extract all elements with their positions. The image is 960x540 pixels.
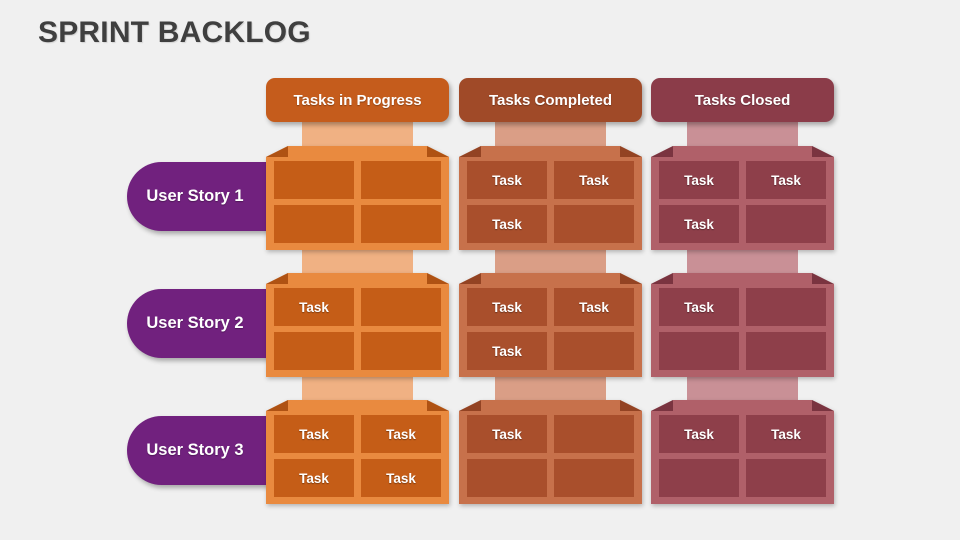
task-cell	[554, 459, 634, 497]
task-cell: Task	[554, 288, 634, 326]
corner-fold-right	[620, 146, 642, 157]
corner-fold-right	[620, 400, 642, 411]
task-cell	[554, 205, 634, 243]
corner-fold-left	[266, 146, 288, 157]
corner-fold-right	[812, 400, 834, 411]
user-story-2-pill: User Story 2	[127, 289, 273, 358]
corner-fold-right	[427, 146, 449, 157]
column-header-label: Tasks Closed	[694, 91, 791, 109]
user-story-3-pill: User Story 3	[127, 416, 273, 485]
task-cell	[746, 459, 826, 497]
task-container-story1-closed: Task Task Task	[651, 146, 834, 250]
corner-fold-left	[459, 273, 481, 284]
task-cell	[274, 332, 354, 370]
corner-fold-left	[651, 273, 673, 284]
task-cell: Task	[467, 205, 547, 243]
user-story-1-pill: User Story 1	[127, 162, 273, 231]
task-grid	[274, 161, 441, 243]
column-header-label: Tasks Completed	[488, 91, 613, 109]
task-container-story3-completed: Task	[459, 400, 642, 504]
corner-fold-left	[459, 146, 481, 157]
corner-fold-left	[651, 400, 673, 411]
task-cell: Task	[659, 415, 739, 453]
task-cell: Task	[467, 288, 547, 326]
task-container-story2-closed: Task	[651, 273, 834, 377]
corner-fold-right	[812, 273, 834, 284]
corner-fold-left	[266, 273, 288, 284]
task-cell: Task	[467, 161, 547, 199]
task-cell: Task	[361, 415, 441, 453]
task-grid: Task Task Task	[659, 161, 826, 243]
task-cell: Task	[361, 459, 441, 497]
task-cell	[659, 459, 739, 497]
corner-fold-right	[620, 273, 642, 284]
task-cell	[361, 332, 441, 370]
task-grid: Task	[467, 415, 634, 497]
user-story-label: User Story 3	[146, 441, 244, 459]
task-cell: Task	[659, 288, 739, 326]
task-cell	[746, 205, 826, 243]
corner-fold-right	[427, 273, 449, 284]
task-cell: Task	[467, 415, 547, 453]
task-grid: Task Task Task Task	[274, 415, 441, 497]
task-grid: Task Task Task	[467, 288, 634, 370]
task-cell	[467, 459, 547, 497]
task-cell: Task	[274, 288, 354, 326]
task-cell: Task	[659, 161, 739, 199]
column-header-tasks-completed: Tasks Completed	[459, 78, 642, 122]
task-container-story3-closed: Task Task	[651, 400, 834, 504]
task-cell: Task	[746, 161, 826, 199]
task-cell	[361, 161, 441, 199]
task-container-story3-in-progress: Task Task Task Task	[266, 400, 449, 504]
corner-fold-right	[812, 146, 834, 157]
task-cell: Task	[746, 415, 826, 453]
task-cell: Task	[659, 205, 739, 243]
corner-fold-right	[427, 400, 449, 411]
corner-fold-left	[266, 400, 288, 411]
page-title: SPRINT BACKLOG	[38, 16, 311, 49]
task-cell	[554, 415, 634, 453]
task-grid: Task Task Task	[467, 161, 634, 243]
task-cell	[361, 205, 441, 243]
task-container-story1-in-progress	[266, 146, 449, 250]
task-cell	[361, 288, 441, 326]
task-cell: Task	[554, 161, 634, 199]
task-cell: Task	[274, 415, 354, 453]
user-story-label: User Story 2	[146, 314, 244, 332]
task-cell: Task	[467, 332, 547, 370]
task-cell: Task	[274, 459, 354, 497]
column-header-label: Tasks in Progress	[293, 91, 422, 109]
column-header-tasks-closed: Tasks Closed	[651, 78, 834, 122]
task-grid: Task Task	[659, 415, 826, 497]
task-cell	[554, 332, 634, 370]
task-cell	[274, 161, 354, 199]
task-container-story1-completed: Task Task Task	[459, 146, 642, 250]
user-story-label: User Story 1	[146, 187, 244, 205]
task-grid: Task	[274, 288, 441, 370]
task-cell	[659, 332, 739, 370]
task-container-story2-in-progress: Task	[266, 273, 449, 377]
column-header-tasks-in-progress: Tasks in Progress	[266, 78, 449, 122]
corner-fold-left	[651, 146, 673, 157]
task-container-story2-completed: Task Task Task	[459, 273, 642, 377]
corner-fold-left	[459, 400, 481, 411]
task-cell	[274, 205, 354, 243]
task-grid: Task	[659, 288, 826, 370]
task-cell	[746, 332, 826, 370]
task-cell	[746, 288, 826, 326]
